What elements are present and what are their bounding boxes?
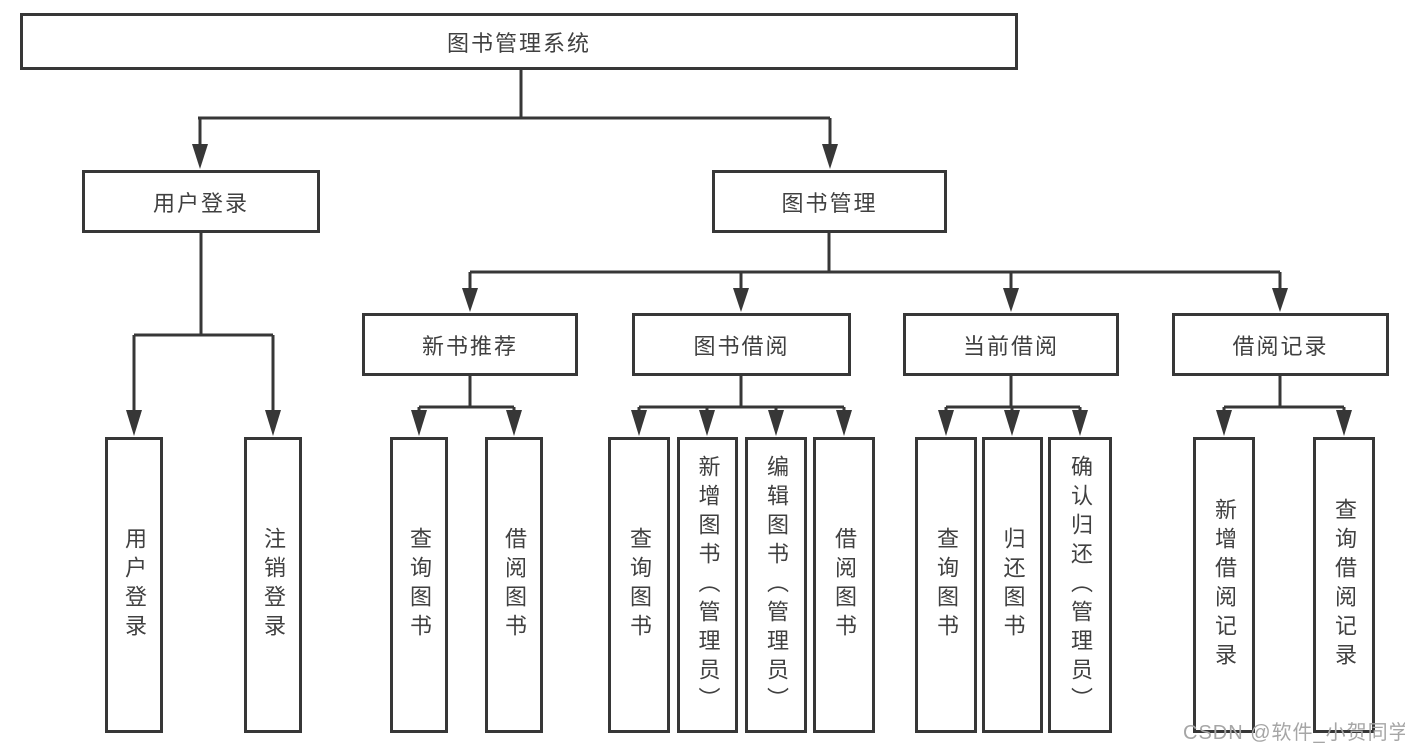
connector-root-to-level1	[192, 70, 838, 169]
leaf-label: 借阅图书	[502, 527, 527, 643]
leaf-return-books: 归还图书	[982, 437, 1043, 733]
connector-new-book-children	[411, 376, 522, 436]
node-label: 当前借阅	[962, 333, 1059, 359]
leaf-label: 查询借阅记录	[1332, 498, 1357, 672]
leaf-label: 用户登录	[122, 527, 147, 643]
node-borrowing-records: 借阅记录	[1172, 313, 1389, 376]
leaf-add-books-admin: 新增图书（管理员）	[677, 437, 738, 733]
node-label: 图书借阅	[693, 333, 790, 359]
connector-book-borrow-children	[631, 376, 852, 436]
leaf-query-books-recommend: 查询图书	[390, 437, 448, 733]
node-book-management: 图书管理	[712, 170, 947, 233]
node-user-login: 用户登录	[82, 170, 320, 233]
node-new-book-recommendation: 新书推荐	[362, 313, 578, 376]
leaf-query-books-current: 查询图书	[915, 437, 977, 733]
node-label: 新书推荐	[421, 333, 518, 359]
leaf-logout: 注销登录	[244, 437, 302, 733]
connector-user-login-children	[126, 233, 281, 436]
leaf-label: 新增图书（管理员）	[695, 454, 721, 716]
csdn-watermark: CSDN @软件_小贺同学	[1183, 722, 1405, 744]
leaf-label: 查询图书	[627, 527, 652, 643]
leaf-query-books-borrowing: 查询图书	[608, 437, 670, 733]
leaf-label: 注销登录	[261, 527, 286, 643]
leaf-label: 查询图书	[934, 527, 959, 643]
leaf-query-borrow-record: 查询借阅记录	[1313, 437, 1375, 733]
connector-current-borrow-children	[938, 376, 1088, 436]
connector-borrow-records-children	[1216, 376, 1352, 436]
node-book-borrowing: 图书借阅	[632, 313, 851, 376]
leaf-label: 借阅图书	[832, 527, 857, 643]
leaf-label: 查询图书	[407, 527, 432, 643]
leaf-add-borrow-record: 新增借阅记录	[1193, 437, 1255, 733]
node-library-management-system: 图书管理系统	[20, 13, 1018, 70]
leaf-user-login: 用户登录	[105, 437, 163, 733]
leaf-edit-books-admin: 编辑图书（管理员）	[745, 437, 807, 733]
node-label: 图书管理系统	[446, 30, 591, 56]
leaf-label: 编辑图书（管理员）	[764, 454, 789, 716]
node-current-borrowing: 当前借阅	[903, 313, 1119, 376]
leaf-label: 归还图书	[1000, 527, 1026, 643]
leaf-borrow-books-recommend: 借阅图书	[485, 437, 543, 733]
node-label: 用户登录	[152, 190, 249, 216]
leaf-borrow-books: 借阅图书	[813, 437, 875, 733]
node-label: 图书管理	[781, 190, 878, 216]
node-label: 借阅记录	[1232, 333, 1329, 359]
leaf-label: 确认归还（管理员）	[1068, 454, 1093, 716]
connector-book-management-children	[462, 233, 1288, 312]
leaf-confirm-return-admin: 确认归还（管理员）	[1048, 437, 1112, 733]
leaf-label: 新增借阅记录	[1212, 498, 1237, 672]
